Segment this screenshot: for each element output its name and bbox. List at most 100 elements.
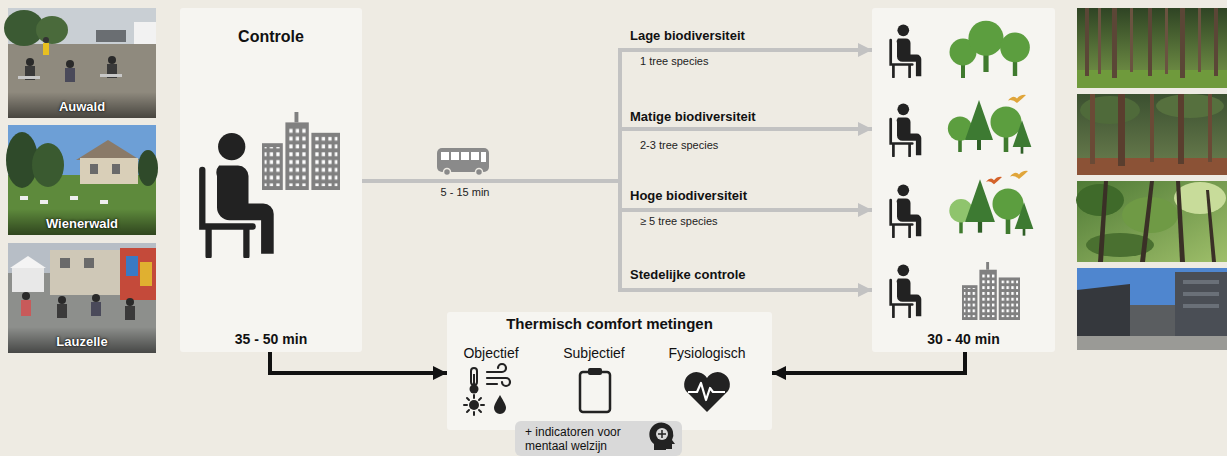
photo-lauzelle — [120, 248, 156, 300]
photo-forest-high — [1098, 181, 1108, 262]
subjective-icon — [588, 368, 602, 375]
photo-label: Auwald — [59, 99, 105, 115]
row-low-icons — [950, 39, 977, 79]
header-row: ObjectiefSubjectiefFysiologisch — [447, 345, 772, 362]
travel-time: 5 - 15 min — [415, 186, 515, 199]
photo-auwald — [65, 68, 75, 82]
photo-urban — [1077, 268, 1227, 350]
photo-auwald — [4, 10, 44, 46]
objective-icons — [464, 395, 484, 415]
photo-box: Auwald — [8, 8, 156, 118]
photo-lauzelle — [10, 256, 46, 268]
photo-lauzelle — [125, 306, 135, 320]
connector-arrow — [362, 181, 872, 290]
photo-lauzelle — [91, 302, 101, 316]
photo-wienerwald — [6, 125, 158, 235]
mental-icon — [649, 423, 675, 450]
photo-urban — [1130, 305, 1175, 336]
photo-wienerwald — [80, 158, 138, 184]
photo-forest-medium — [1118, 94, 1125, 166]
control-icons — [202, 112, 340, 256]
row-medium-icons — [1013, 120, 1032, 153]
mental-icon — [649, 423, 675, 450]
photo-lauzelle — [126, 256, 138, 276]
control-icons — [262, 112, 340, 190]
objective-icons — [471, 368, 477, 385]
photo-forest-low — [1148, 8, 1152, 76]
photo-forest-high — [1122, 197, 1178, 233]
panel-title: Controle — [238, 28, 304, 46]
row-medium-icons — [891, 103, 922, 156]
photo-wienerwald — [70, 196, 78, 200]
bus-icon — [451, 152, 459, 160]
photo-wienerwald — [6, 132, 38, 188]
photo-forest-low — [1085, 8, 1089, 76]
bus-icon — [481, 152, 486, 162]
subjective-icon — [580, 372, 610, 412]
bus-icon — [444, 169, 451, 176]
photo-forest-low — [1077, 8, 1227, 88]
photo-forest-low — [1098, 8, 1101, 74]
objective-icons — [469, 400, 479, 410]
branch-label: Stedelijke controle — [630, 267, 746, 282]
row-medium-icons — [965, 100, 993, 150]
photo-wienerwald — [8, 125, 156, 235]
photo-forest-high — [1174, 182, 1226, 214]
branch-label: Lage biodiversiteit — [630, 28, 745, 43]
column-header: Fysiologisch — [657, 345, 757, 362]
photo-auwald — [107, 64, 117, 78]
row-medium-icons — [891, 95, 1032, 156]
physiological-icon — [688, 383, 725, 400]
photo-forest-low — [1180, 8, 1185, 78]
photo-auwald — [134, 22, 156, 44]
branch-label: Matige biodiversiteit — [630, 109, 756, 124]
row-high-icons — [949, 199, 972, 233]
connector-arrow — [362, 129, 872, 181]
photo-wienerwald — [90, 164, 98, 174]
photo-box: Lauzelle — [8, 243, 156, 353]
photo-wienerwald — [40, 200, 48, 204]
photo-urban — [1077, 268, 1227, 350]
photo-wienerwald — [100, 200, 108, 204]
photo-forest-low — [1112, 8, 1117, 78]
row-high-icons — [1015, 202, 1034, 235]
photo-lauzelle — [84, 258, 94, 268]
objective-icons — [473, 374, 475, 388]
photo-forest-high — [1140, 181, 1154, 262]
column-header: Subjectief — [549, 345, 639, 362]
photo-label: Lauzelle — [56, 334, 107, 350]
photo-forest-medium — [1080, 96, 1140, 124]
photo-wienerwald — [76, 140, 140, 160]
photo-auwald — [4, 8, 156, 118]
photo-forest-high — [1176, 181, 1185, 262]
photo-wienerwald — [20, 196, 28, 200]
photo-lauzelle — [22, 292, 30, 300]
bus-icon — [461, 152, 469, 160]
photo-lauzelle — [60, 258, 70, 268]
row-medium-icons — [990, 107, 1021, 152]
photo-lauzelle — [126, 298, 134, 306]
photo-urban — [1077, 284, 1130, 336]
photo-forest-medium — [1156, 94, 1224, 118]
photo-lauzelle — [12, 268, 44, 292]
photo-forest-low — [1198, 8, 1201, 72]
mental-icon — [656, 428, 668, 440]
photo-auwald — [100, 74, 122, 77]
row-urban-icons — [891, 262, 1020, 320]
photo-urban — [1077, 268, 1227, 308]
row-medium-icons — [1008, 95, 1026, 103]
connector-arrow — [362, 181, 872, 210]
photo-wienerwald — [8, 125, 156, 175]
photo-forest-high — [1076, 181, 1227, 262]
photo-lauzelle — [50, 250, 120, 295]
bus-icon — [476, 169, 483, 176]
photo-forest-high — [1077, 181, 1227, 262]
row-medium-icons — [948, 116, 972, 152]
photo-auwald — [25, 66, 35, 80]
photo-auwald — [18, 76, 40, 79]
photo-lauzelle — [8, 243, 156, 353]
photo-auwald — [96, 30, 126, 42]
photo-forest-medium — [1090, 94, 1095, 164]
